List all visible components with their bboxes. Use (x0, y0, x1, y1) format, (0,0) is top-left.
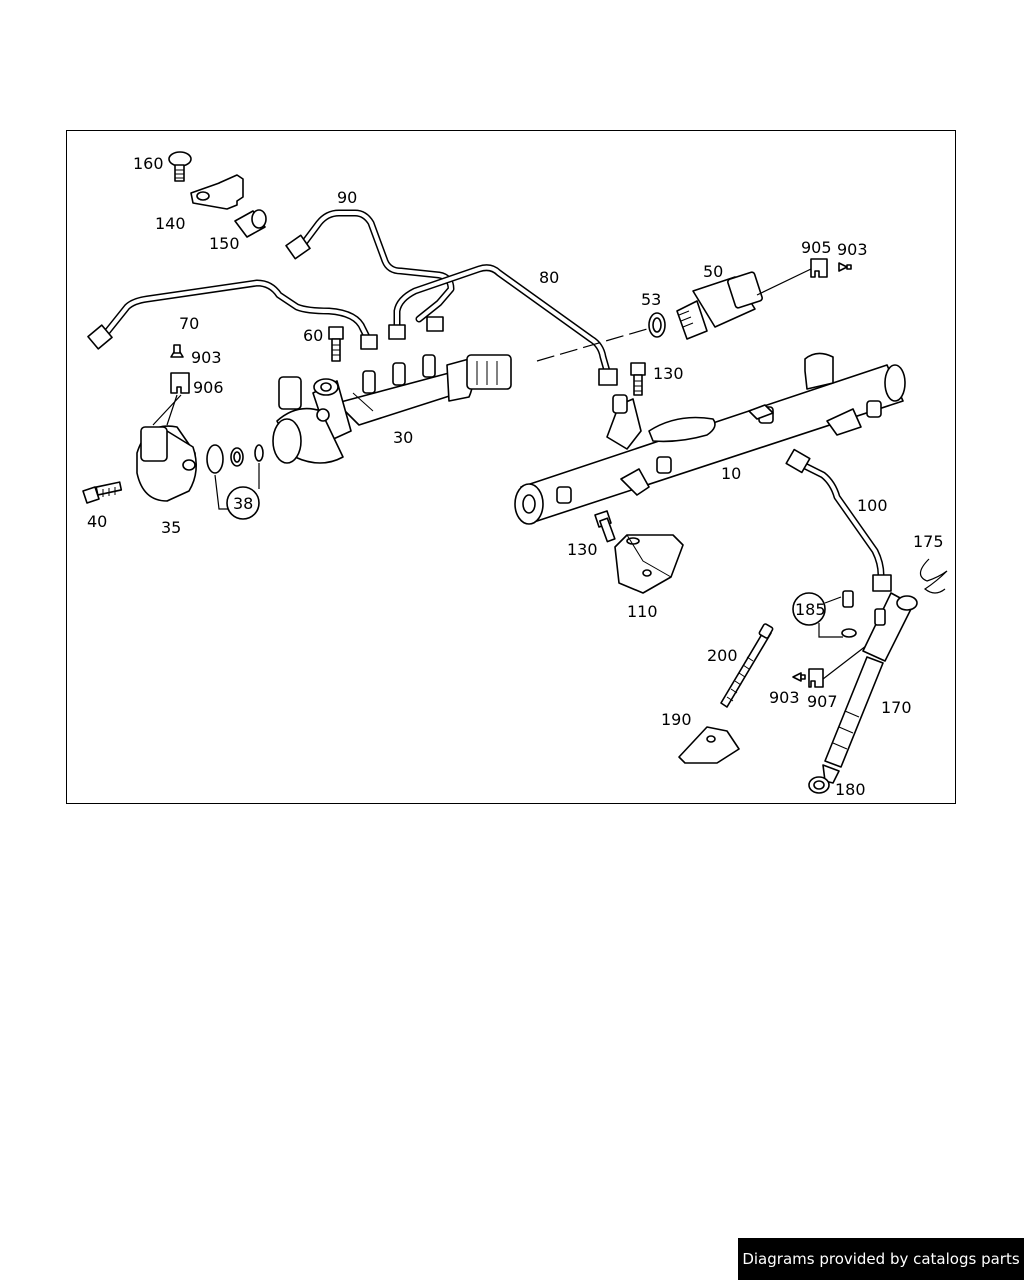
label-80: 80 (539, 268, 559, 287)
label-170: 170 (881, 698, 912, 717)
label-90: 90 (337, 188, 357, 207)
exploded-parts-diagram: 160 140 150 90 80 70 60 903 906 30 38 40… (82, 151, 948, 799)
label-110: 110 (627, 602, 658, 621)
label-180: 180 (835, 780, 866, 799)
part-130-bolt-lower (594, 510, 616, 543)
footer-credit-banner: Diagrams provided by catalogs parts (738, 1238, 1024, 1280)
leader-line-35 (166, 394, 178, 426)
part-180-washer (808, 776, 830, 794)
label-903-right: 903 (837, 240, 868, 259)
part-10-main-rail (514, 352, 906, 525)
part-35-pressure-valve (136, 425, 197, 502)
part-110-bracket (614, 534, 684, 594)
label-903-lower: 903 (769, 688, 800, 707)
part-185-kit (792, 590, 857, 638)
label-905: 905 (801, 238, 832, 257)
part-200-stud (720, 623, 774, 708)
label-70: 70 (179, 314, 199, 333)
label-190: 190 (661, 710, 692, 729)
label-160: 160 (133, 154, 164, 173)
label-185: 185 (795, 600, 826, 619)
part-170-injector (822, 592, 918, 784)
label-100: 100 (857, 496, 888, 515)
label-40: 40 (87, 512, 107, 531)
label-150: 150 (209, 234, 240, 253)
label-903-left: 903 (191, 348, 222, 367)
part-150-sleeve (234, 209, 267, 238)
label-906: 906 (193, 378, 224, 397)
label-10: 10 (721, 464, 741, 483)
label-30: 30 (393, 428, 413, 447)
label-175: 175 (913, 532, 944, 551)
label-140: 140 (155, 214, 186, 233)
connector-symbol-905-903 (810, 258, 852, 278)
label-60: 60 (303, 326, 323, 345)
part-140-bracket (190, 174, 244, 210)
connector-symbol-903-906 (152, 344, 190, 426)
label-35: 35 (161, 518, 181, 537)
part-190-claw (678, 726, 740, 764)
part-40-bolt (82, 481, 123, 504)
label-130-upper: 130 (653, 364, 684, 383)
label-130-lower: 130 (567, 540, 598, 559)
label-53: 53 (641, 290, 661, 309)
part-130-bolt-upper (630, 362, 646, 396)
label-38: 38 (233, 494, 253, 513)
part-38-seal-kit (206, 444, 264, 520)
pipe-80 (388, 264, 618, 386)
pipe-100 (785, 448, 892, 592)
part-160-screw (168, 151, 192, 182)
label-907: 907 (807, 692, 838, 711)
part-30-fuel-rail (272, 354, 512, 464)
label-50: 50 (703, 262, 723, 281)
part-175-clip (919, 558, 948, 594)
label-200: 200 (707, 646, 738, 665)
part-53-seal-ring (536, 312, 666, 362)
pipe-70 (87, 279, 378, 350)
parts-diagram-frame: 160 140 150 90 80 70 60 903 906 30 38 40… (66, 130, 956, 804)
part-50-pressure-sensor (676, 268, 812, 340)
part-60-bolt (328, 326, 344, 362)
